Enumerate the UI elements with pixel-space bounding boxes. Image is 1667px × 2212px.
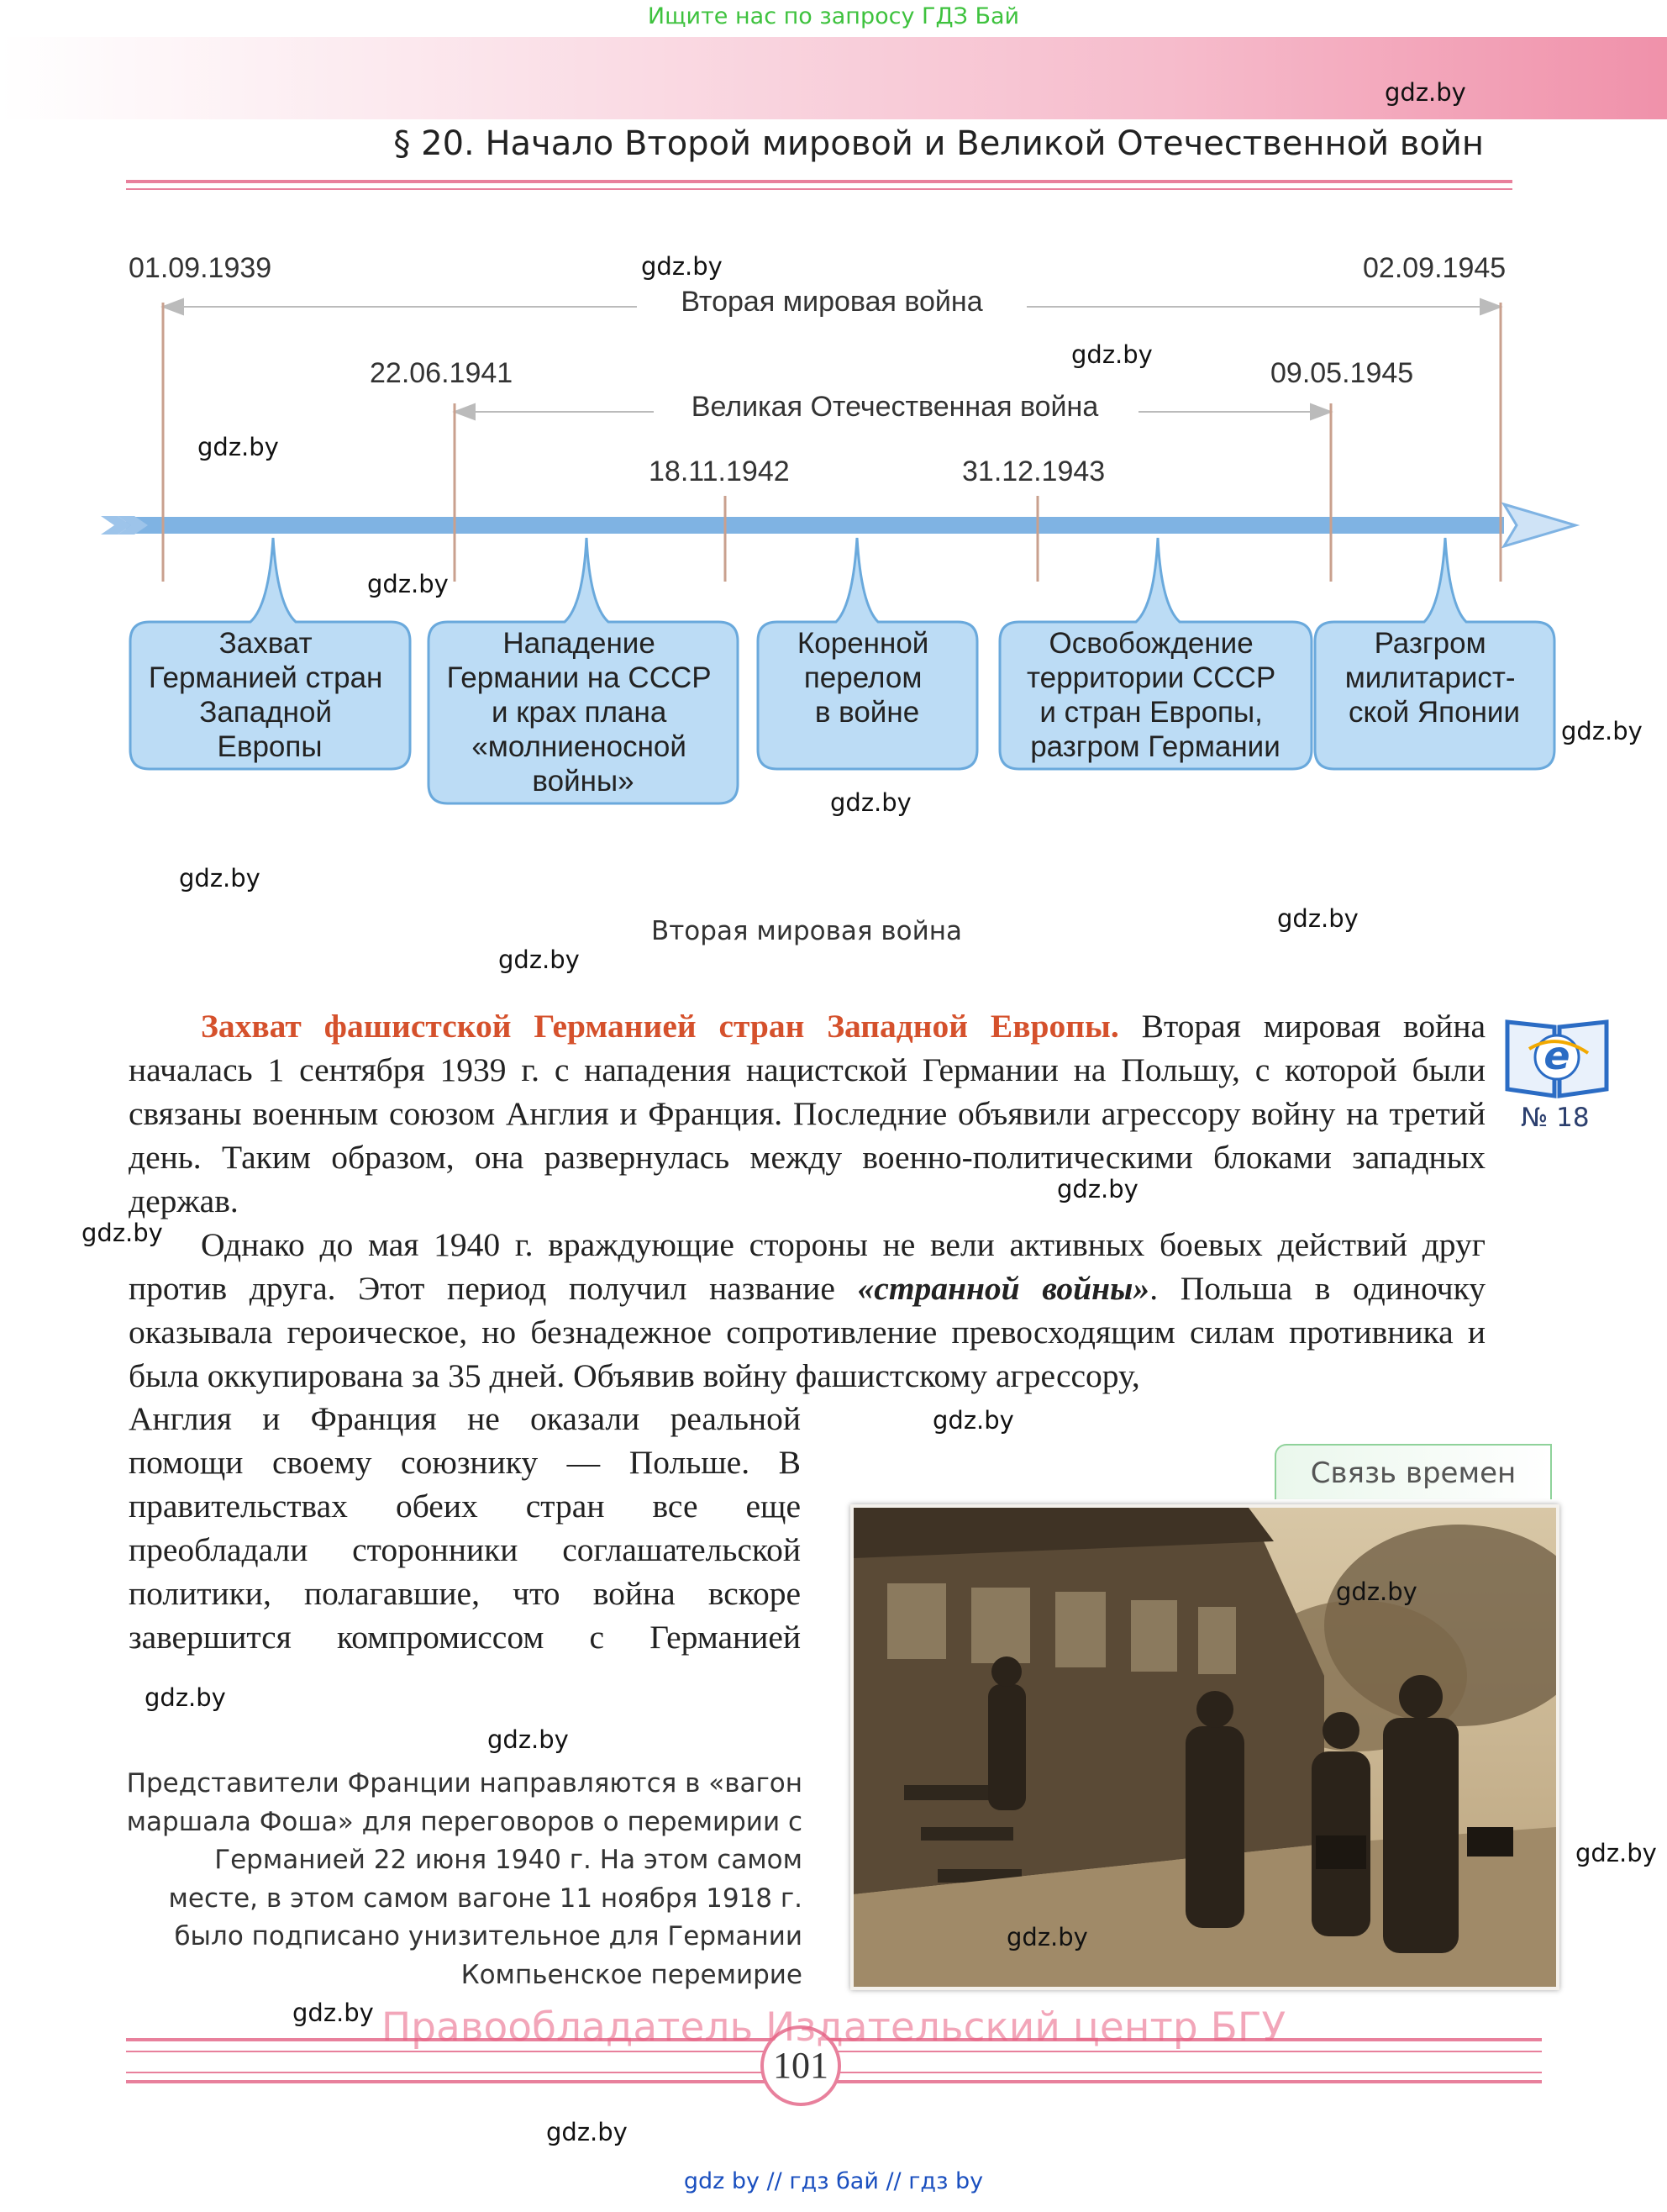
watermark: gdz.by xyxy=(1385,78,1466,107)
paragraph-3: Англия и Франция не оказали реальной пом… xyxy=(129,1400,801,1656)
watermark: gdz.by xyxy=(145,1683,226,1712)
ebook-icon[interactable]: e xyxy=(1504,1015,1610,1099)
diagram-caption: Вторая мировая война xyxy=(650,916,963,946)
watermark: gdz.by xyxy=(179,864,260,893)
watermark: gdz.by xyxy=(830,788,912,817)
ww2-arrowhead-right xyxy=(1480,298,1503,316)
watermark: gdz.by xyxy=(487,1725,569,1754)
paragraph-title: § 20. Начало Второй мировой и Великой От… xyxy=(393,124,1484,163)
ebook-number: № 18 xyxy=(1521,1103,1590,1133)
header-band xyxy=(0,37,1667,119)
section-tag: Связь времен xyxy=(1275,1444,1552,1499)
label-ww2: Вторая мировая война xyxy=(681,286,982,318)
svg-text:e: e xyxy=(1543,1033,1570,1078)
axis-tail-chevron xyxy=(118,516,148,535)
date-turn-2: 31.12.1943 xyxy=(962,456,1105,487)
paragraph-2: Однако до мая 1940 г. враждующие стороны… xyxy=(129,1226,1486,1394)
watermark: gdz.by xyxy=(1007,1923,1088,1951)
watermark: gdz.by xyxy=(1561,717,1643,745)
title-rule xyxy=(126,180,1512,183)
watermark: gdz.by xyxy=(1057,1175,1139,1203)
axis-arrowhead xyxy=(1501,502,1580,549)
label-gpw: Великая Отечественная война xyxy=(692,391,1099,423)
watermark: gdz.by xyxy=(1336,1577,1417,1606)
axis-tail-chevron xyxy=(101,516,131,535)
ww2-arrowhead-left xyxy=(160,298,184,316)
footer-links[interactable]: gdz by // гдз бай // гдз by xyxy=(683,2168,984,2194)
event-box-shape xyxy=(756,537,979,771)
photo-caption: Представители Франции направляются в «ва… xyxy=(126,1768,802,1990)
copyright-overlay: Правообладатель Издательский центр БГУ xyxy=(381,2004,1286,2051)
event-box-text: Коренной перелом в войне xyxy=(797,627,937,729)
event-box-text: Разгром милитарист- ской Японии xyxy=(1345,627,1524,729)
event-box-shape xyxy=(998,537,1313,771)
watermark: gdz.by xyxy=(546,2118,628,2146)
paragraph-1: Захват фашистской Германией стран Западн… xyxy=(129,1008,1486,1219)
timeline-axis xyxy=(126,517,1504,534)
date-start-gpw: 22.06.1941 xyxy=(370,357,513,389)
top-notice: Ищите нас по запросу ГДЗ Бай xyxy=(647,3,1020,29)
footer-rule xyxy=(126,2038,1542,2041)
column-text: Англия и Франция не оказали реальной пом… xyxy=(129,1397,801,1659)
date-start-ww2: 01.09.1939 xyxy=(129,252,271,284)
watermark: gdz.by xyxy=(498,945,580,974)
date-end-ww2: 02.09.1945 xyxy=(1363,252,1506,284)
event-box-shape xyxy=(1313,537,1556,771)
date-end-gpw: 09.05.1945 xyxy=(1270,357,1413,389)
watermark: gdz.by xyxy=(367,570,449,598)
gpw-arrowhead-right xyxy=(1310,403,1333,421)
watermark: gdz.by xyxy=(82,1219,163,1247)
event-box-text: Освобождение территории СССР и стран Евр… xyxy=(1027,627,1284,763)
event-box-text: Нападение Германии на СССР и крах плана … xyxy=(447,627,720,798)
watermark: gdz.by xyxy=(1071,340,1153,369)
section-lead: Захват фашистской Германией стран Западн… xyxy=(201,1008,1119,1045)
event-box-shape xyxy=(427,537,739,805)
watermark: gdz.by xyxy=(197,433,279,461)
title-rule-thin xyxy=(126,188,1512,190)
watermark: gdz.by xyxy=(292,1999,374,2027)
term-strange-war: «странной войны» xyxy=(857,1270,1150,1307)
page-number: 101 xyxy=(760,2025,841,2106)
date-turn-1: 18.11.1942 xyxy=(649,456,790,487)
watermark: gdz.by xyxy=(641,252,723,281)
historical-photo xyxy=(850,1504,1559,1990)
timeline-diagram: 01.09.1939 02.09.1945 22.06.1941 09.05.1… xyxy=(101,252,1580,805)
watermark: gdz.by xyxy=(1277,904,1359,933)
watermark: gdz.by xyxy=(933,1406,1014,1435)
photo-illustration xyxy=(854,1508,1556,1987)
watermark: gdz.by xyxy=(1575,1839,1657,1867)
main-text: Захват фашистской Германией стран Западн… xyxy=(129,1004,1486,1398)
event-box-text: Захват Германией стран Западной Европы xyxy=(149,627,391,763)
event-box-shape xyxy=(129,537,412,771)
gpw-arrowhead-left xyxy=(452,403,476,421)
